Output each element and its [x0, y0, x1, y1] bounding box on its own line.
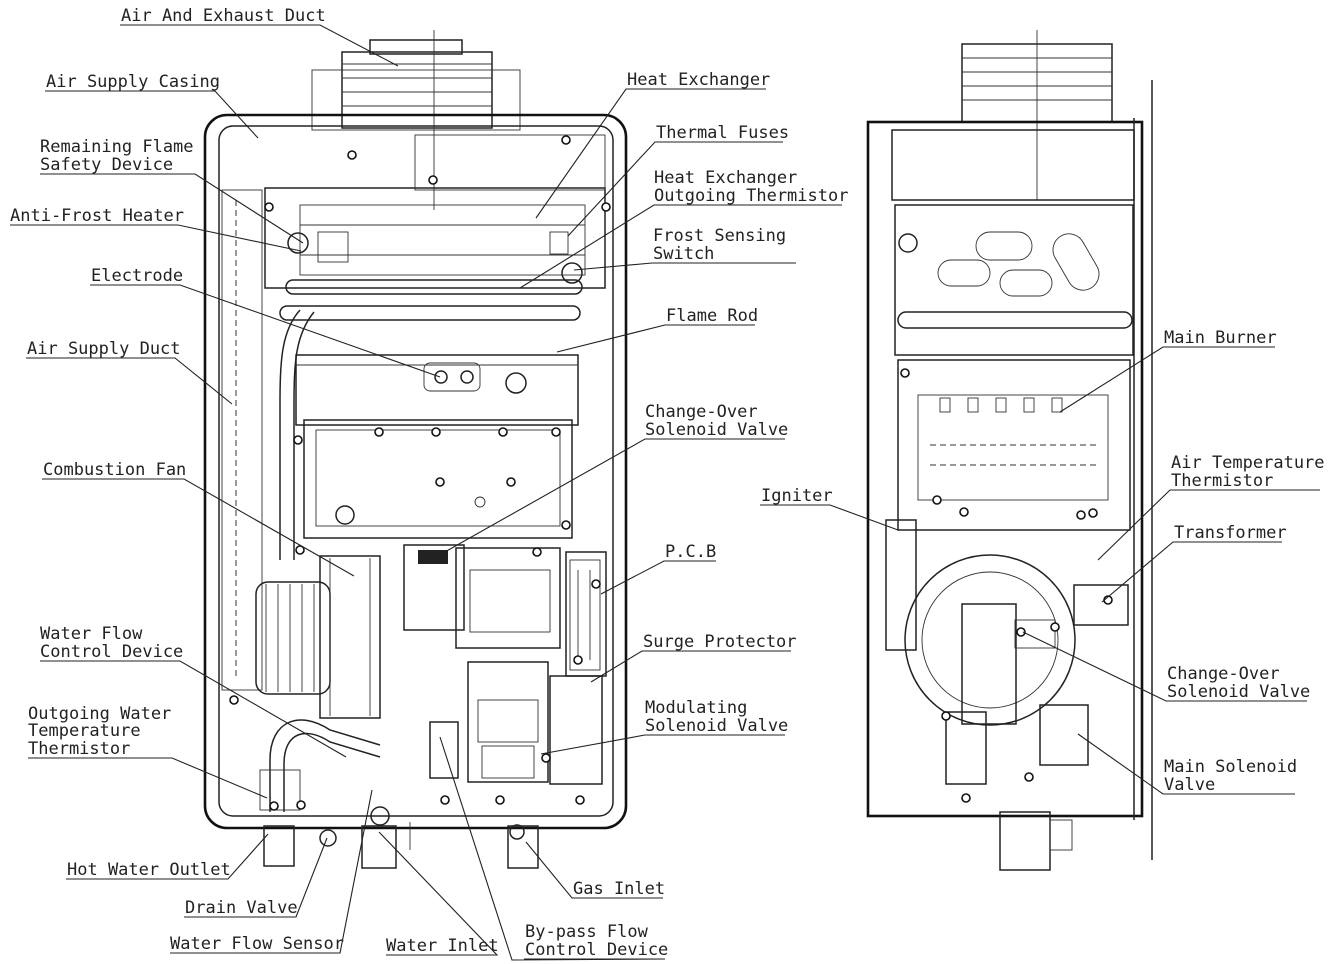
label-bypass-line1: By-pass Flow — [525, 922, 649, 942]
front-exhaust-duct — [311, 30, 521, 210]
label-main-burner: Main Burner — [1164, 328, 1277, 348]
label-hx-thermistor-line1: Heat Exchanger — [654, 168, 797, 188]
label-frost-sensing-line1: Frost Sensing — [653, 226, 786, 246]
label-drain-valve: Drain Valve — [185, 898, 298, 918]
label-water-flow-control-line1: Water Flow — [40, 624, 143, 644]
front-gas-valve-assembly — [403, 544, 561, 783]
label-change-over-front-line1: Change-Over — [645, 402, 758, 422]
label-remaining-flame-line2: Safety Device — [40, 155, 173, 175]
label-heat-exchanger: Heat Exchanger — [627, 70, 770, 90]
labels: Air And Exhaust Duct Air Supply Casing R… — [10, 6, 1325, 960]
front-heat-exchanger — [264, 134, 606, 321]
label-pcb: P.C.B — [665, 542, 716, 562]
front-outer-casing — [203, 113, 628, 830]
front-burner-box — [295, 354, 579, 539]
side-fan-assembly — [904, 554, 1129, 871]
label-water-flow-control-line2: Control Device — [40, 642, 183, 662]
front-combustion-fan — [255, 555, 381, 719]
label-combustion-fan: Combustion Fan — [43, 460, 186, 480]
front-inner-casing — [218, 125, 614, 817]
front-pcb — [549, 551, 607, 785]
side-heat-exchanger — [891, 129, 1135, 356]
label-hot-water-outlet: Hot Water Outlet — [67, 860, 231, 880]
leader-lines — [10, 24, 1320, 961]
label-bypass-line2: Control Device — [525, 940, 668, 960]
front-air-supply-pipe — [221, 189, 315, 691]
side-igniter — [885, 519, 917, 651]
label-air-temp-line2: Thermistor — [1171, 471, 1273, 491]
label-outgoing-water-line3: Thermistor — [28, 739, 130, 759]
label-air-and-exhaust-duct: Air And Exhaust Duct — [121, 6, 326, 26]
label-change-over-side-line2: Solenoid Valve — [1167, 682, 1310, 702]
front-bottom-fittings — [263, 806, 539, 869]
label-remaining-flame-line1: Remaining Flame — [40, 137, 194, 157]
label-main-solenoid-line2: Valve — [1164, 775, 1215, 795]
label-water-inlet: Water Inlet — [386, 936, 499, 956]
front-screws — [229, 135, 611, 811]
label-outgoing-water-line1: Outgoing Water — [28, 704, 171, 724]
side-main-burner — [897, 359, 1131, 531]
label-electrode: Electrode — [91, 266, 183, 286]
label-main-solenoid-line1: Main Solenoid — [1164, 757, 1297, 777]
label-change-over-front-line2: Solenoid Valve — [645, 420, 788, 440]
side-exhaust-duct — [961, 30, 1113, 200]
label-hx-thermistor-line2: Outgoing Thermistor — [654, 186, 848, 206]
front-water-pipes — [259, 719, 459, 812]
label-outgoing-water-line2: Temperature — [28, 721, 141, 741]
side-screws — [900, 368, 1113, 803]
label-air-supply-duct: Air Supply Duct — [27, 339, 181, 359]
label-water-flow-sensor: Water Flow Sensor — [170, 934, 344, 954]
label-transformer: Transformer — [1174, 523, 1287, 543]
side-outer-casing — [866, 120, 1144, 818]
label-modulating-line1: Modulating — [645, 698, 747, 718]
label-flame-rod: Flame Rod — [666, 306, 758, 326]
label-anti-frost-heater: Anti-Frost Heater — [10, 206, 184, 226]
label-change-over-side-line1: Change-Over — [1167, 664, 1280, 684]
label-thermal-fuses: Thermal Fuses — [656, 123, 789, 143]
side-view-unit — [866, 30, 1153, 871]
label-frost-sensing-line2: Switch — [653, 244, 714, 264]
label-surge-protector: Surge Protector — [643, 632, 797, 652]
front-view-unit — [203, 30, 628, 869]
label-air-supply-casing: Air Supply Casing — [46, 72, 220, 92]
label-air-temp-line1: Air Temperature — [1171, 453, 1325, 473]
label-igniter: Igniter — [761, 486, 833, 506]
label-gas-inlet: Gas Inlet — [573, 879, 665, 899]
label-modulating-line2: Solenoid Valve — [645, 716, 788, 736]
